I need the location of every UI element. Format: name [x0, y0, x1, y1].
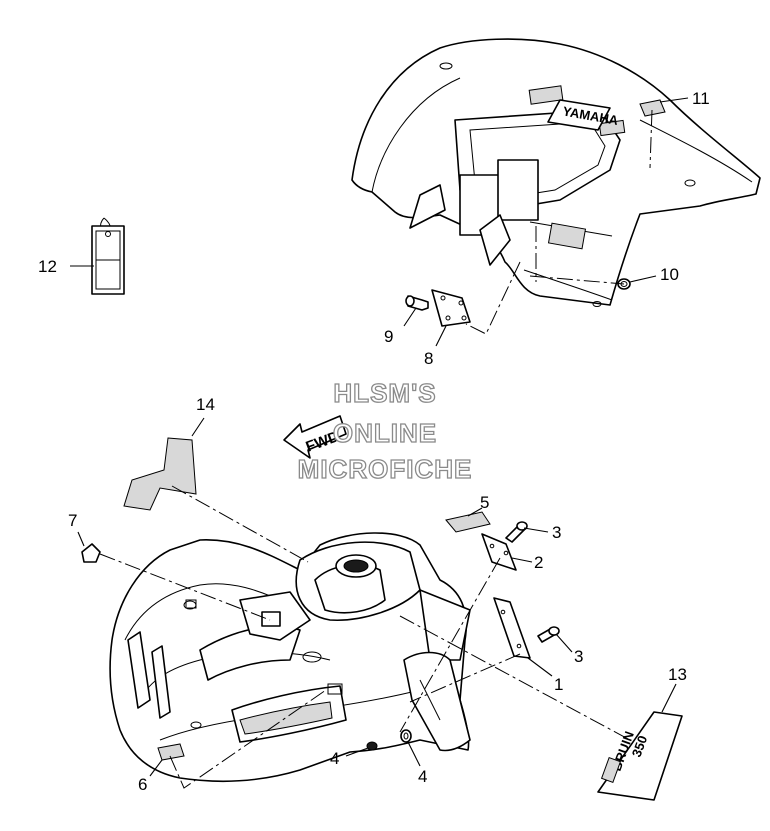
decal-6 [157, 743, 185, 761]
callout-4b: 4 [418, 767, 427, 786]
callout-12: 12 [38, 257, 57, 276]
callout-3b: 3 [574, 647, 583, 666]
leader-lines [70, 97, 689, 777]
emblem-7 [81, 543, 101, 563]
callout-5: 5 [480, 493, 489, 512]
watermark-line-3: MICROFICHE [298, 454, 473, 484]
assembly-lines [99, 109, 653, 789]
decal-13-model: 350 [629, 734, 651, 760]
decal-14 [123, 437, 197, 511]
decal-5 [445, 511, 491, 533]
rear-fender: YAMAHA [351, 38, 761, 307]
callout-13: 13 [668, 665, 687, 684]
callout-9: 9 [384, 327, 393, 346]
plate-8 [431, 289, 471, 327]
callout-3a: 3 [552, 523, 561, 542]
callout-1: 1 [554, 675, 563, 694]
callout-6: 6 [138, 775, 147, 794]
callout-10: 10 [660, 265, 679, 284]
watermark-line-1: HLSM'S [333, 378, 436, 408]
watermark-line-2: ONLINE [333, 418, 437, 448]
decal-11 [639, 99, 666, 117]
watermark: HLSM'S ONLINE MICROFICHE [297, 377, 473, 484]
decal-13: BRUIN 350 [597, 711, 683, 801]
plate-2 [481, 533, 517, 571]
front-fender [109, 532, 471, 783]
callout-4a: 4 [330, 749, 339, 768]
callout-labels: 11 10 9 8 12 14 7 5 3 2 3 1 13 4 4 6 [38, 89, 710, 794]
callout-2: 2 [534, 553, 543, 572]
callout-11: 11 [692, 89, 710, 108]
plate-1 [493, 597, 531, 659]
callout-8: 8 [424, 349, 433, 368]
grommet-4a [366, 741, 378, 751]
callout-7: 7 [68, 511, 77, 530]
callout-14: 14 [196, 395, 215, 414]
hang-tag-12 [91, 217, 125, 295]
grommet-4b [400, 729, 412, 743]
